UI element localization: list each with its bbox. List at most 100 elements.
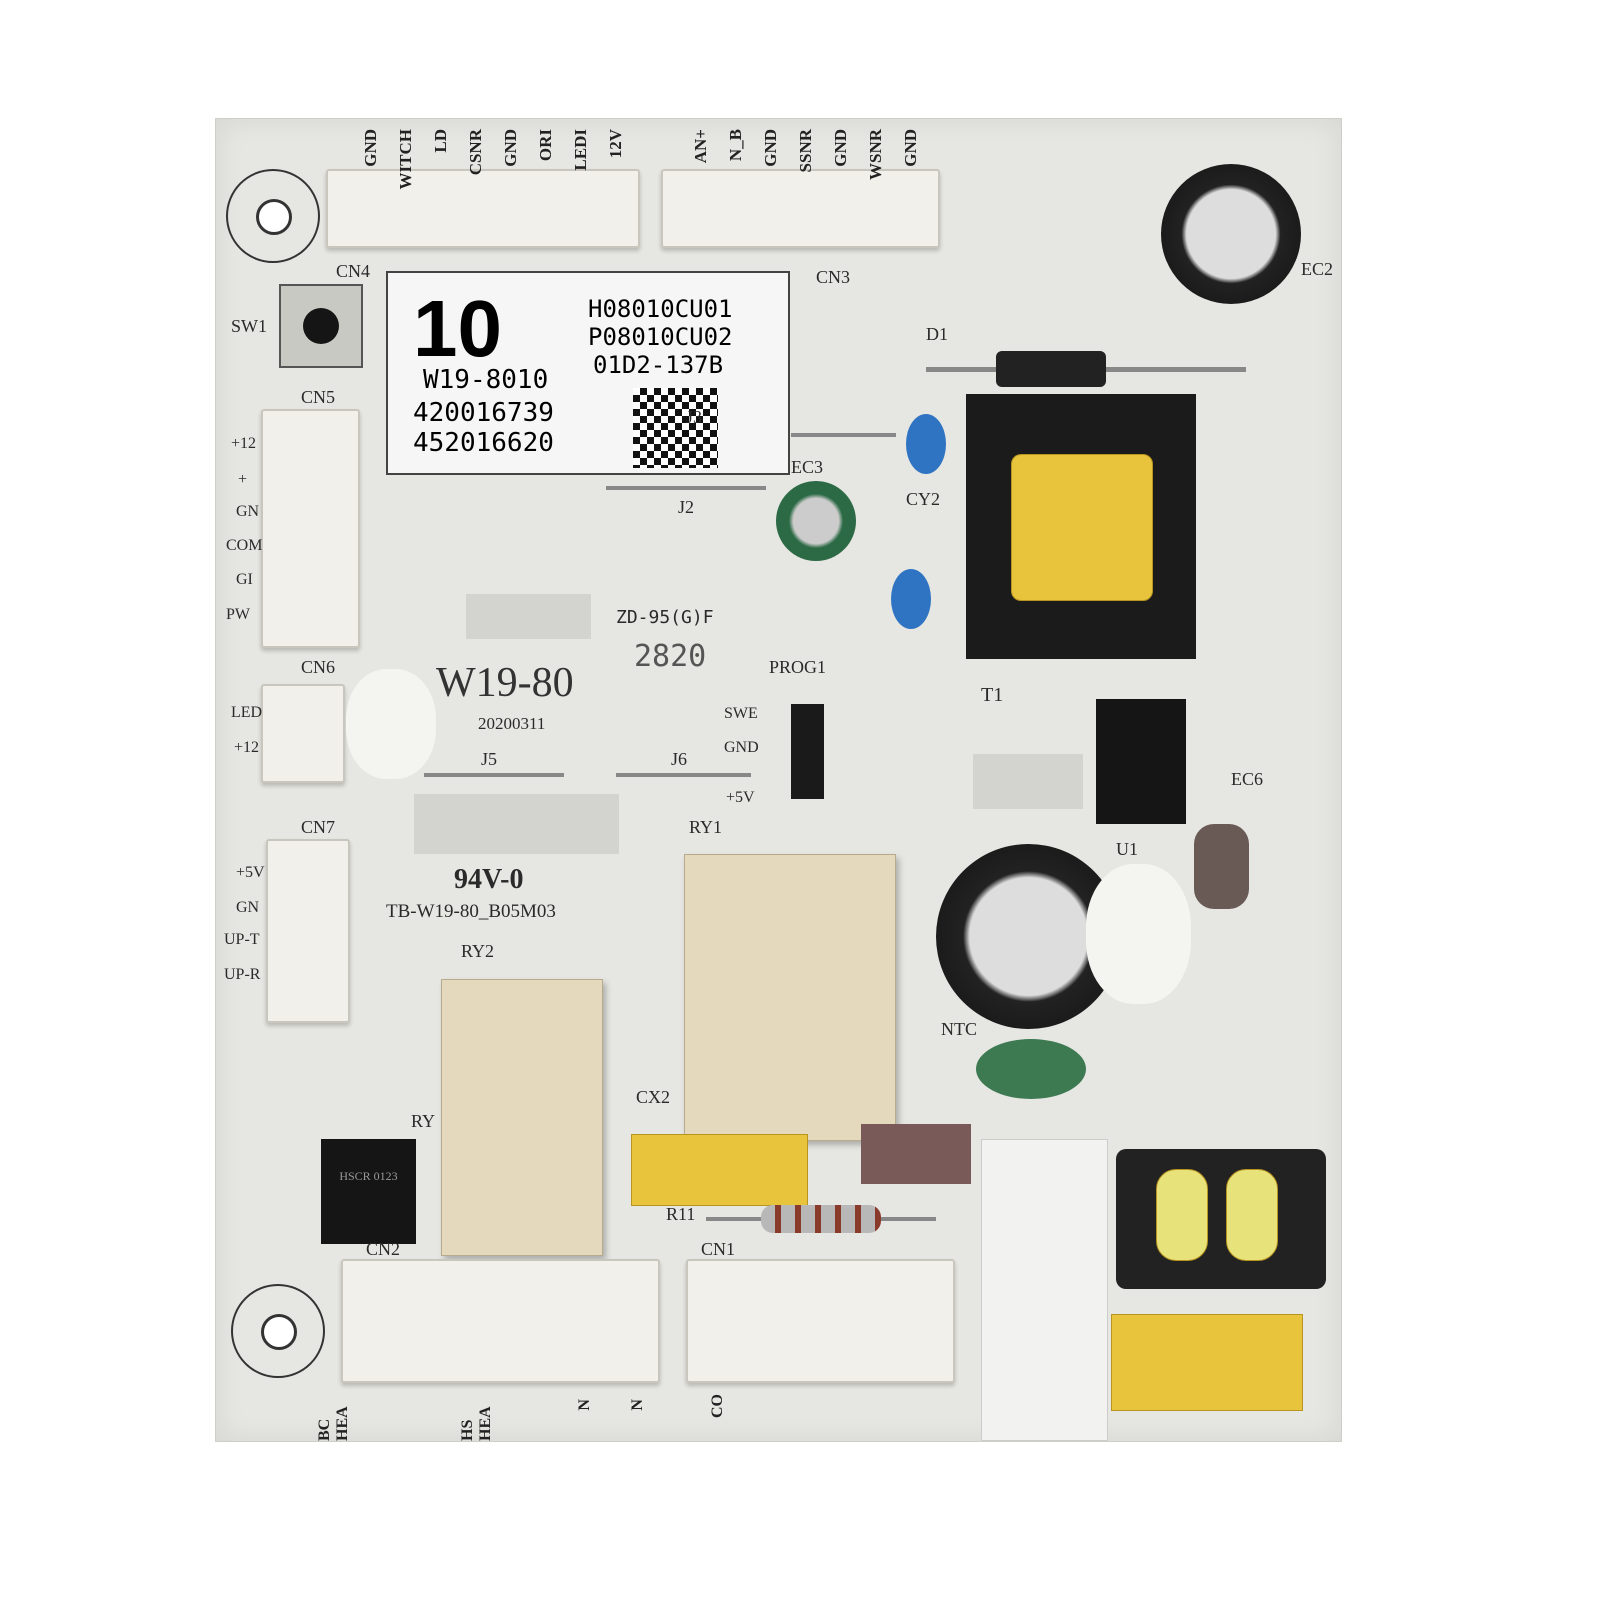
ref-j3: J3 <box>686 407 703 427</box>
capacitor-ec6 <box>1194 824 1249 909</box>
pin-label: CO <box>709 1394 726 1418</box>
pin-label: GN <box>236 899 260 916</box>
pin-label: N_B <box>726 129 745 162</box>
sticker-model: W19-8010 <box>423 365 549 395</box>
ref-ry2: RY2 <box>461 941 495 961</box>
sticker-code: 420016739 <box>413 398 554 428</box>
blurred-area <box>466 594 591 639</box>
pin-label: N <box>629 1399 646 1411</box>
sticker-part: P08010CU02 <box>588 323 733 351</box>
ref-ec2: EC2 <box>1301 259 1334 279</box>
ref-cn3: CN3 <box>816 267 851 287</box>
mount-hole <box>256 199 292 235</box>
y-capacitor <box>906 414 946 474</box>
label-sticker: 10 W19-8010 420016739 452016620 H08010CU… <box>386 271 790 475</box>
pin-label: SWE <box>724 705 758 722</box>
silicone-glue <box>346 669 436 779</box>
capacitor-filter <box>1111 1314 1303 1411</box>
mark-zd: ZD-95(G)F <box>616 607 714 628</box>
pin-label: +12 <box>231 435 257 452</box>
pin-label: PW <box>226 606 250 623</box>
ref-cx2: CX2 <box>636 1087 671 1107</box>
capacitor-ec2 <box>1161 164 1301 304</box>
pin-label: +5V <box>726 789 755 806</box>
pin-label: GND <box>901 129 920 167</box>
ref-ry1: RY1 <box>689 817 723 837</box>
connector-cn3 <box>661 169 940 248</box>
ref-d1: D1 <box>926 324 948 344</box>
ref-cn7: CN7 <box>301 817 336 837</box>
relay-ry2 <box>441 979 603 1256</box>
diode-d1 <box>996 351 1106 387</box>
mount-ring <box>226 169 320 263</box>
pin-label: GND <box>831 129 850 167</box>
relay-ry1 <box>684 854 896 1141</box>
pin-label: GN <box>236 503 260 520</box>
mark-num: 2820 <box>634 639 707 674</box>
mark-rating: 94V-0 <box>454 864 524 895</box>
ref-cn2: CN2 <box>366 1239 401 1259</box>
pin-label: +12 <box>234 739 260 756</box>
capacitor-cx2 <box>631 1134 808 1206</box>
ref-t1: T1 <box>981 684 1004 706</box>
ref-j6: J6 <box>671 749 688 769</box>
mount-hole <box>261 1314 297 1350</box>
ref-ec3: EC3 <box>791 457 824 477</box>
ref-ry: RY <box>411 1111 436 1131</box>
pcb-board: GND WITCH LD CSNR GND ORI LEDI 12V CN4 A… <box>215 118 1342 1442</box>
pin-label: +5V <box>236 864 265 881</box>
ref-ntc: NTC <box>941 1019 977 1039</box>
resistor-r11 <box>761 1205 881 1233</box>
silicone-glue <box>1086 864 1191 1004</box>
blurred-area <box>973 754 1083 809</box>
ref-cn5: CN5 <box>301 387 336 407</box>
ref-u1: U1 <box>1116 839 1138 859</box>
pin-label: 12V <box>606 129 625 159</box>
ref-r11: R11 <box>666 1204 696 1224</box>
connector-cn5 <box>261 409 360 648</box>
connector-cn7 <box>266 839 350 1023</box>
choke-filter <box>1116 1149 1326 1289</box>
pin-label: GND <box>724 739 759 756</box>
pin-label: WITCH <box>396 129 415 190</box>
sticker-part: H08010CU01 <box>588 295 733 323</box>
mark-pcb-id: TB-W19-80_B05M03 <box>386 901 556 922</box>
fuse-holder <box>981 1139 1108 1441</box>
pin-label: HS HEA <box>459 1406 494 1441</box>
jumper-j5 <box>424 773 564 777</box>
pin-label: ORI <box>536 129 555 162</box>
pin-label: LD <box>431 129 450 153</box>
tact-switch <box>279 284 363 368</box>
sticker-number: 10 <box>413 284 502 373</box>
transformer-t1 <box>966 394 1196 659</box>
sticker-part: 01D2-137B <box>593 351 724 379</box>
pin-label: GND <box>761 129 780 167</box>
pin-label: GI <box>236 571 253 588</box>
ref-cn6: CN6 <box>301 657 336 677</box>
ic-optocoupler: HSCR 0123 <box>321 1139 416 1244</box>
pin-label: GND <box>361 129 380 167</box>
connector-cn1 <box>686 1259 955 1383</box>
jumper-j2 <box>606 486 766 490</box>
ref-ec6: EC6 <box>1231 769 1264 789</box>
pin-label: LED <box>231 704 263 721</box>
jumper-j3 <box>791 433 896 437</box>
pin-label: WSNR <box>866 129 885 181</box>
ic-u1 <box>1096 699 1186 824</box>
mark-date: 20200311 <box>478 714 546 733</box>
pin-label: COM <box>226 537 263 554</box>
ref-j2: J2 <box>678 497 695 517</box>
capacitor-ec3 <box>776 481 856 561</box>
qr-code <box>633 388 718 468</box>
ref-prog1: PROG1 <box>769 657 827 677</box>
ref-sw1: SW1 <box>231 316 267 336</box>
pin-label: CSNR <box>466 129 485 176</box>
pin-label: UP-T <box>224 931 260 948</box>
pin-label: AN+ <box>691 129 710 164</box>
pin-label: GND <box>501 129 520 167</box>
pin-label: + <box>238 471 248 488</box>
thermistor-ntc <box>976 1039 1086 1099</box>
sticker-code: 452016620 <box>413 428 554 458</box>
pin-label: N <box>576 1399 593 1411</box>
y-capacitor <box>891 569 931 629</box>
